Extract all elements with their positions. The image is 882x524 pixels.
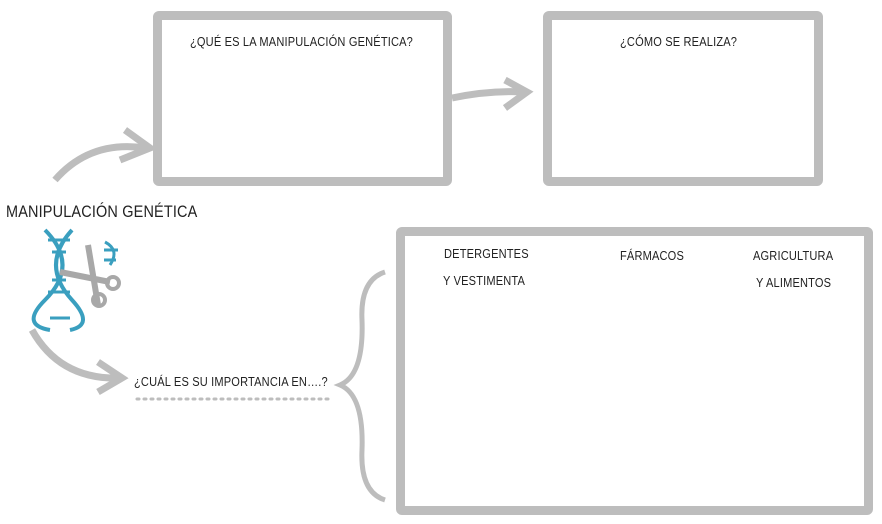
arrow-to-definition: [52, 143, 146, 183]
importance-box: [396, 227, 873, 515]
definition-title: ¿QUÉ ES LA MANIPULACIÓN GENÉTICA?: [190, 34, 413, 49]
column-1-line-1: DETERGENTES: [444, 246, 529, 261]
importance-question: ¿CUÁL ES SU IMPORTANCIA EN….?: [134, 374, 328, 389]
column-3-line-2: Y ALIMENTOS: [756, 275, 832, 290]
dna-scissors-icon: [31, 228, 121, 332]
column-1-line-2: Y VESTIMENTA: [443, 273, 526, 288]
arrow-to-process: [451, 88, 526, 102]
process-box: [543, 11, 823, 186]
definition-box: [153, 11, 452, 186]
curly-brace: [333, 269, 386, 503]
column-3-line-1: AGRICULTURA: [753, 248, 834, 263]
column-2-title: FÁRMACOS: [620, 248, 684, 263]
arrow-to-question: [28, 328, 121, 382]
central-topic: MANIPULACIÓN GENÉTICA: [6, 202, 198, 221]
process-title: ¿CÓMO SE REALIZA?: [620, 34, 738, 49]
